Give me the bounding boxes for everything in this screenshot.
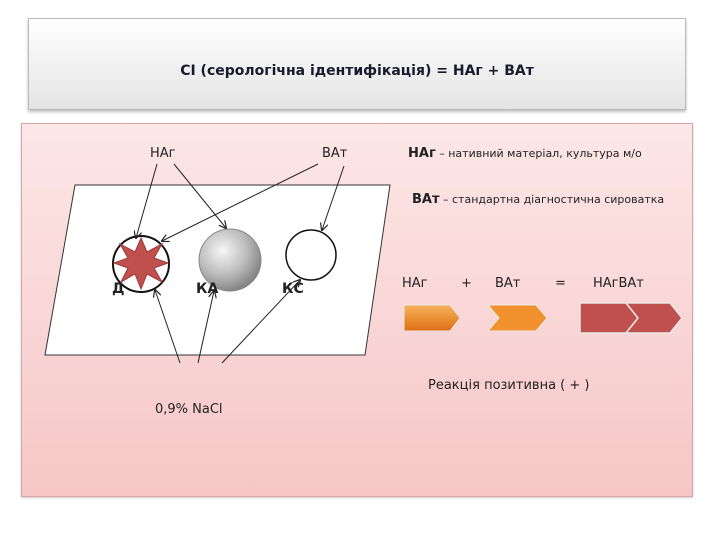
agglutination-burst <box>112 236 170 291</box>
equation-plus: + <box>461 276 472 291</box>
well-ka <box>198 228 262 292</box>
equation-result: НАгВАт <box>593 276 644 291</box>
orange-arrow-2 <box>486 304 548 332</box>
red-double-arrow <box>579 302 683 334</box>
label-nacl: 0,9% NaCl <box>155 402 223 417</box>
arrow-nacl-to-d <box>155 290 181 364</box>
label-well-ka: КА <box>196 281 219 297</box>
legend-desc: – стандартна діагностична сироватка <box>439 193 665 206</box>
orange-arrow-1 <box>403 304 461 332</box>
legend-desc: – нативний матеріал, культура м/о <box>435 147 642 160</box>
label-vat: ВАт <box>322 146 348 161</box>
well-d <box>112 235 170 293</box>
arrow-nag-to-ka <box>173 163 226 228</box>
legend-item-nag: НАг – нативний матеріал, культура м/о <box>408 146 642 161</box>
well-ks <box>285 229 337 281</box>
legend-key: НАг <box>408 146 436 161</box>
label-well-d: Д <box>112 281 125 297</box>
equation-term1: НАг <box>402 276 428 291</box>
legend-key: ВАт <box>412 192 440 207</box>
equation-equals: = <box>555 276 566 291</box>
arrow-nacl-to-ks <box>221 280 300 364</box>
label-nag: НАг <box>150 146 176 161</box>
slide-title: СІ (серологічна ідентифікація) = НАг + В… <box>180 63 534 79</box>
arrow-vat-to-d <box>162 163 319 241</box>
result-text: Реакція позитивна ( + ) <box>428 378 590 393</box>
equation-term2: ВАт <box>495 276 521 291</box>
arrow-nag-to-d <box>136 163 158 238</box>
arrow-vat-to-ks <box>322 165 345 230</box>
title-banner: СІ (серологічна ідентифікація) = НАг + В… <box>28 18 686 110</box>
legend-item-vat: ВАт – стандартна діагностична сироватка <box>412 192 664 207</box>
arrow-nacl-to-ka <box>197 291 214 364</box>
label-well-ks: КС <box>282 281 304 297</box>
